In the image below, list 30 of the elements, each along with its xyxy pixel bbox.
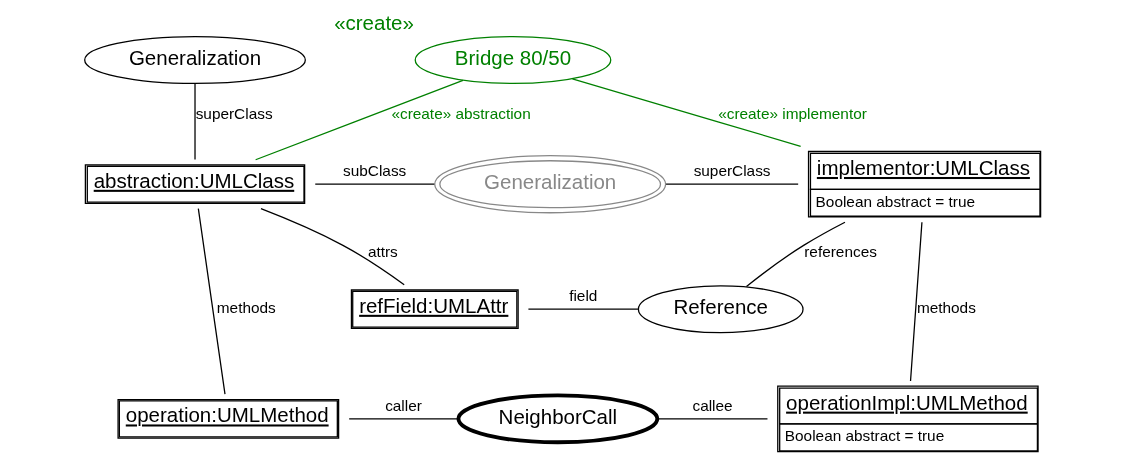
- edge-label: callee: [691, 396, 733, 414]
- connector: [527, 308, 639, 310]
- node-ellipse: Reference: [637, 285, 804, 334]
- node-ellipse: Generalization: [83, 35, 306, 85]
- connector: [571, 78, 801, 147]
- edge-label: methods: [916, 299, 976, 317]
- connector: [254, 79, 464, 161]
- connector: [197, 207, 226, 395]
- edge-label: caller: [384, 396, 422, 414]
- connector: [656, 418, 768, 420]
- edge-label: references: [803, 243, 877, 261]
- edge-label: subClass: [342, 162, 406, 179]
- edge-label: methods: [216, 299, 276, 317]
- node-ellipse: NeighborCall: [456, 393, 659, 445]
- connector: [259, 208, 405, 286]
- edge-label: «create» abstraction: [390, 104, 531, 122]
- connector: [314, 183, 435, 185]
- connector: [348, 418, 459, 420]
- node-label: «create»: [333, 10, 414, 34]
- edge-label: superClass: [693, 162, 771, 179]
- node-ellipse: Generalization: [433, 155, 666, 214]
- node-ellipse: Bridge 80/50: [414, 35, 611, 85]
- connector: [193, 82, 196, 161]
- connector: [664, 183, 799, 185]
- connector: [909, 221, 923, 382]
- connector: [745, 221, 846, 288]
- edge-label: field: [568, 287, 597, 305]
- edge-label: superClass: [195, 104, 273, 122]
- edge-label: «create» implementor: [717, 104, 867, 122]
- edge-label: attrs: [367, 243, 398, 261]
